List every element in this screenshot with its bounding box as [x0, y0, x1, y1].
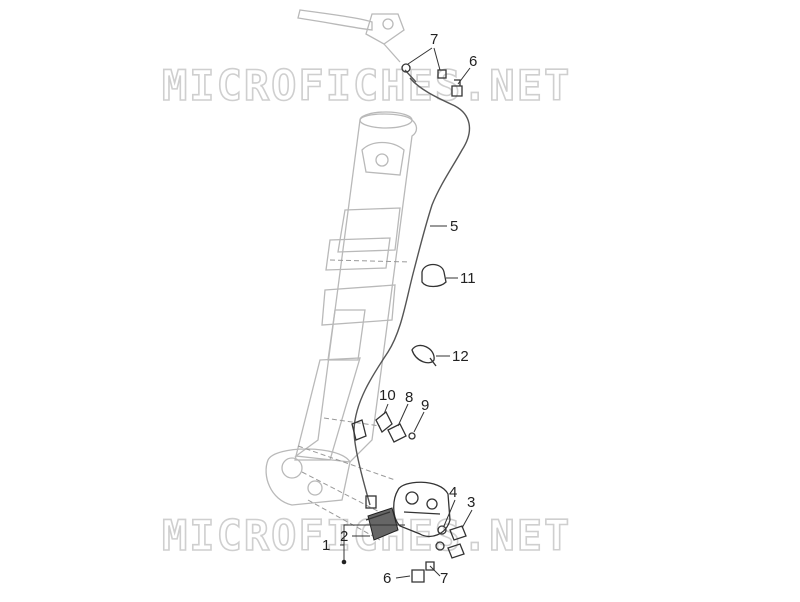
callout-6-bottom: 6 — [383, 570, 391, 587]
callout-4: 4 — [449, 484, 457, 501]
callout-7-top: 7 — [430, 31, 438, 48]
washer-4-b — [435, 541, 445, 551]
watermark-top: MICROFICHES.NET — [162, 61, 571, 110]
kit-marker — [341, 559, 347, 565]
cable-tie-12 — [411, 344, 435, 364]
callout-2: 2 — [340, 528, 348, 545]
clamp-8 — [387, 423, 407, 443]
screw-9 — [408, 432, 416, 440]
guide-10 — [375, 410, 393, 434]
bleeder-6 — [411, 569, 425, 583]
brake-lever — [297, 9, 405, 63]
callout-12: 12 — [452, 348, 469, 365]
callout-11: 11 — [460, 270, 476, 287]
fork-assembly — [265, 111, 418, 541]
callout-5: 5 — [450, 218, 458, 235]
washer-7-top — [437, 69, 447, 79]
bolt-3-b — [447, 543, 465, 559]
callout-3: 3 — [467, 494, 475, 511]
callout-1: 1 — [322, 537, 330, 554]
grommet — [351, 419, 367, 441]
callout-10: 10 — [379, 387, 396, 404]
hose-fitting — [365, 495, 377, 509]
callout-9: 9 — [421, 397, 429, 414]
bolt-3-a — [449, 525, 467, 541]
brake-hose — [353, 77, 471, 506]
washer-4-a — [437, 525, 447, 535]
bolt-6-top — [451, 79, 463, 97]
washer-top — [401, 63, 411, 73]
hose-clip-11 — [421, 263, 447, 288]
leader-lines — [340, 47, 473, 579]
brake-pads — [367, 507, 399, 541]
callout-6-top: 6 — [469, 53, 477, 70]
callout-7-bottom: 7 — [440, 570, 448, 587]
callout-8: 8 — [405, 389, 413, 406]
